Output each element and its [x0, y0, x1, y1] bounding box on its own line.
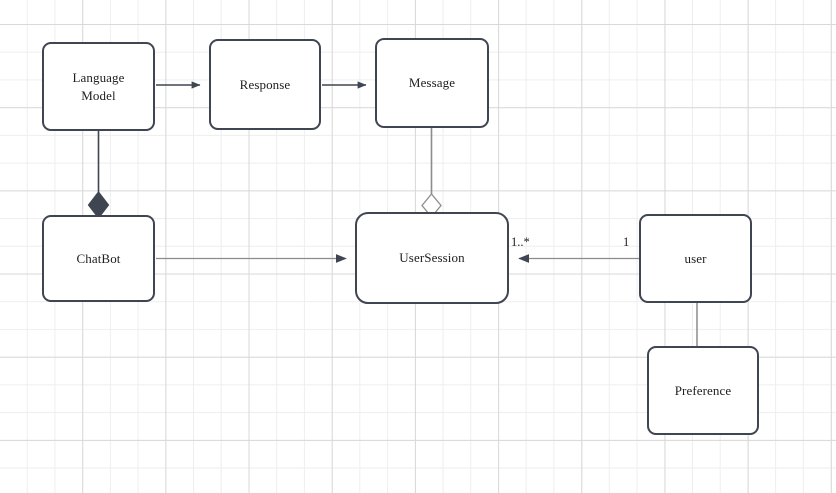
- multiplicity-label-user: 1: [623, 235, 630, 249]
- node-preference-label: Preference: [674, 382, 732, 398]
- node-message[interactable]: Message: [375, 38, 489, 128]
- node-user-label: user: [684, 250, 707, 266]
- node-usersession[interactable]: UserSession: [355, 212, 509, 304]
- edge-message-to-usersession: [421, 128, 442, 219]
- multiplicity-label-usersession: 1..*: [511, 235, 530, 249]
- node-response-label: Response: [239, 76, 291, 92]
- node-language-model-label-line1: Language: [72, 70, 125, 86]
- node-chatbot-label: ChatBot: [76, 250, 121, 266]
- node-language-model-label-line2: Model: [81, 87, 116, 103]
- node-response[interactable]: Response: [209, 39, 321, 130]
- node-usersession-label: UserSession: [399, 250, 465, 266]
- node-user[interactable]: user: [639, 214, 752, 303]
- node-message-label: Message: [408, 75, 456, 91]
- edge-language-model-to-chatbot: [87, 131, 110, 219]
- node-chatbot[interactable]: ChatBot: [42, 215, 155, 302]
- node-preference[interactable]: Preference: [647, 346, 759, 435]
- node-language-model[interactable]: Language Model: [42, 42, 155, 131]
